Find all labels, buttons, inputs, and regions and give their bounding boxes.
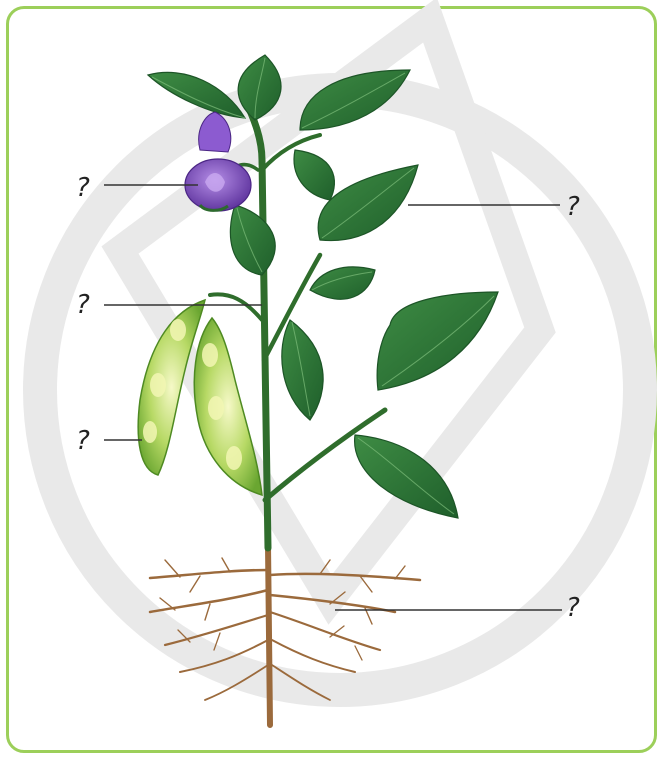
leaf: [377, 292, 498, 390]
leaf: [282, 320, 323, 420]
root-label: ?: [566, 593, 580, 623]
leaf-label: ?: [566, 192, 580, 222]
leaf: [294, 150, 334, 200]
leaf: [230, 205, 275, 275]
pod: [194, 318, 262, 495]
fruit-label: ?: [76, 426, 90, 456]
stem-label: ?: [76, 290, 90, 320]
flower-label: ?: [76, 173, 90, 203]
leaf: [310, 267, 375, 299]
